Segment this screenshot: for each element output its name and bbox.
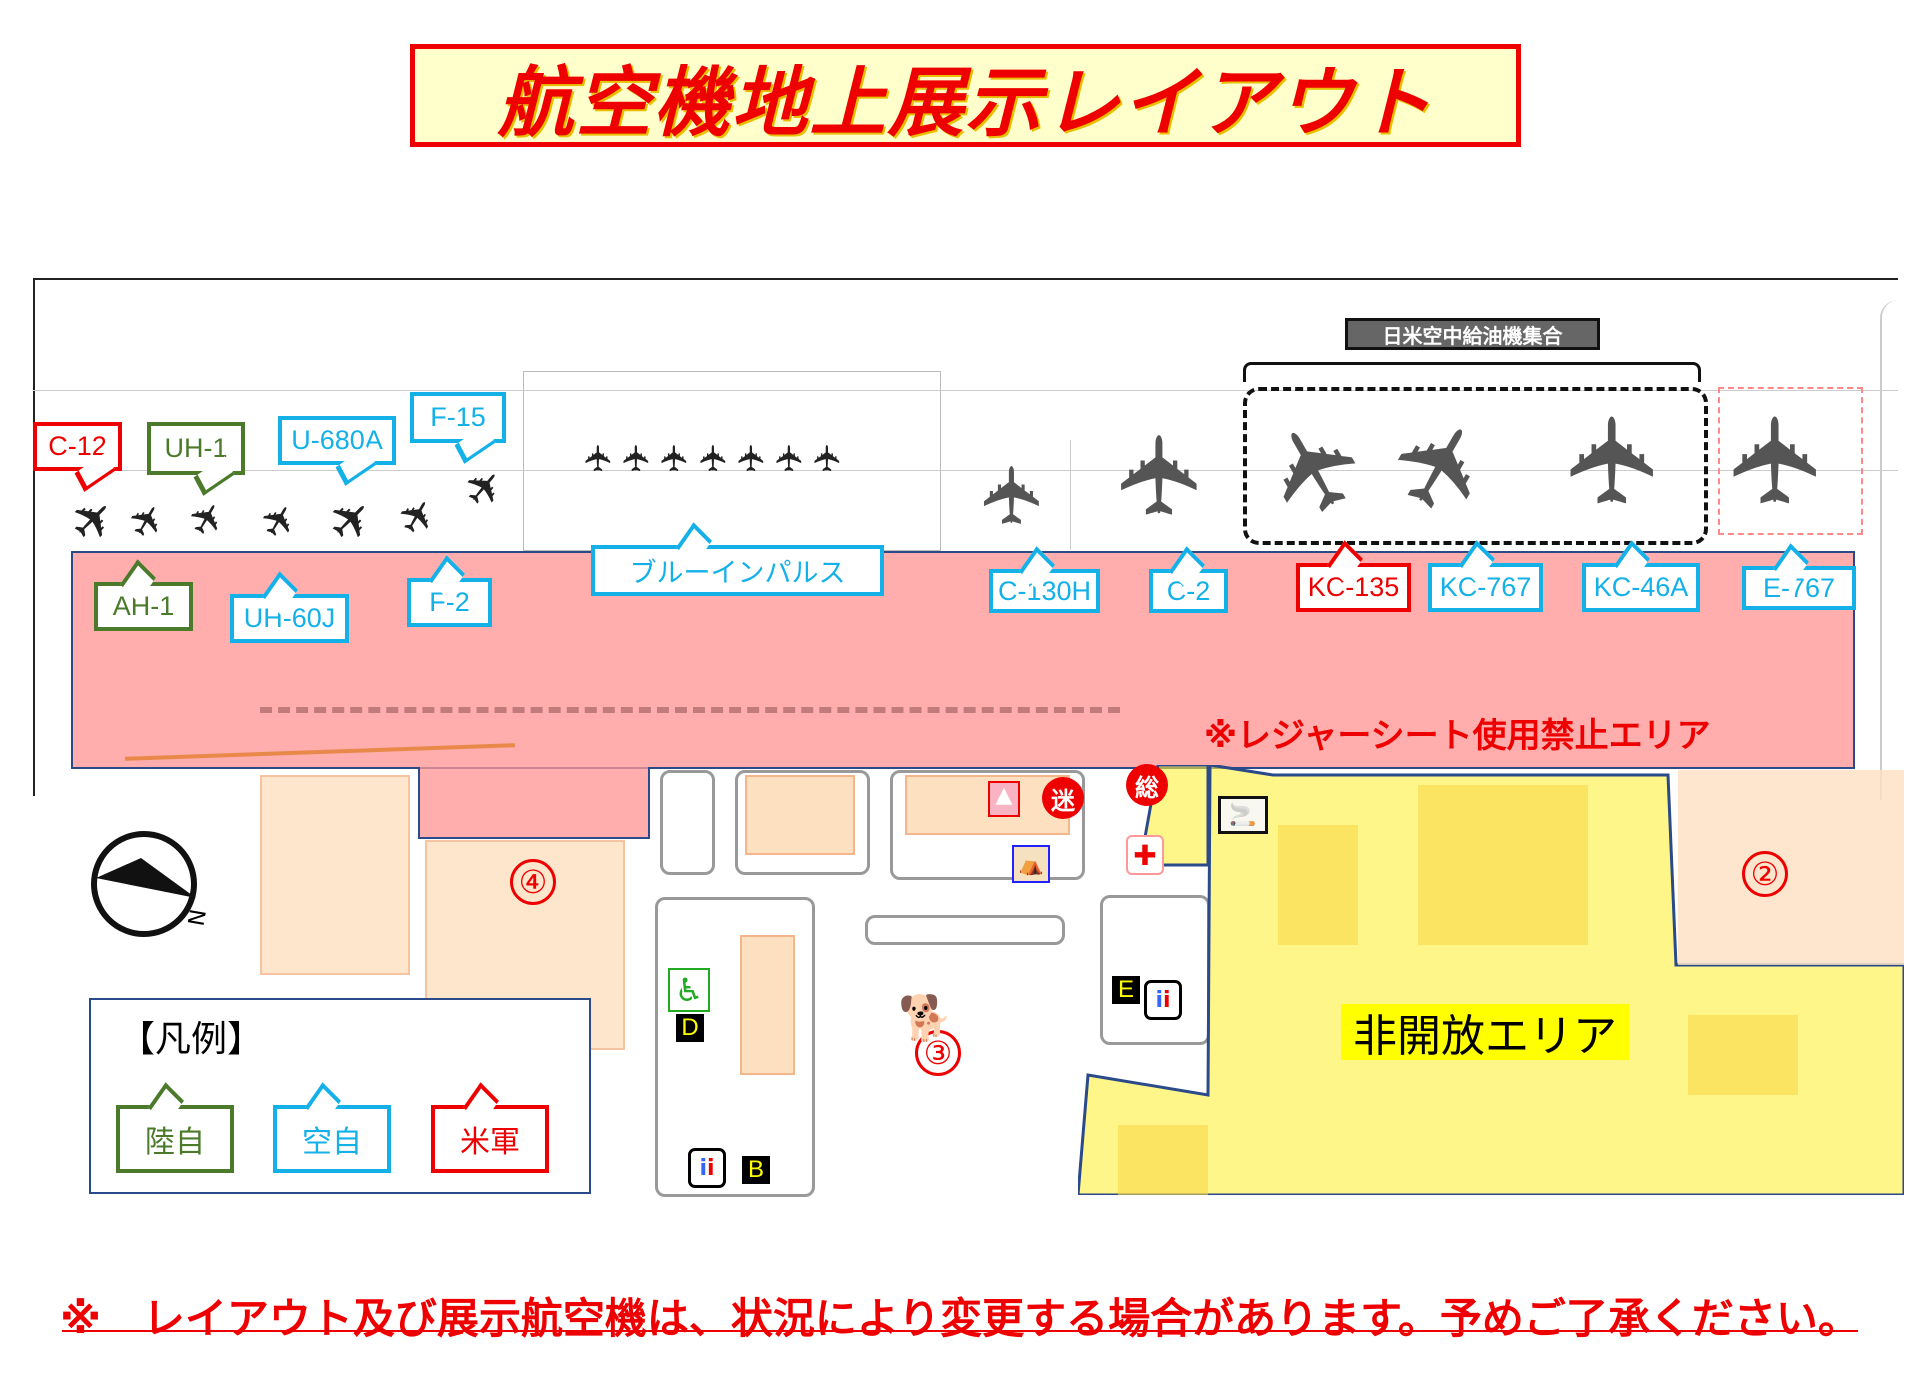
legend-item-asdf: 空自 [273,1105,391,1173]
jet-icon: ✈ [769,442,811,474]
road [655,897,815,1197]
callout-u-680a: U-680A [278,416,396,465]
area-number-3: ③ [915,1030,961,1076]
jet-icon: ✈ [579,442,621,474]
page-title: 航空機地上展示レイアウト [410,44,1521,147]
closed-area [1078,765,1904,1195]
wheelchair-icon: ♿ [668,968,710,1012]
road [735,770,870,875]
tanker-group-bracket [1243,362,1701,382]
aircraft-icon: ✈ [1545,409,1685,511]
jet-icon: ✈ [808,442,850,474]
no-sheet-zone-extension [418,767,650,839]
no-sheet-zone [71,551,1855,769]
toilet-letter-d: D [676,1014,704,1042]
awacs-aircraft-icon: ✈ [1708,409,1848,511]
note-underline [62,1330,1858,1332]
road [890,770,1085,880]
callout-uh-1: UH-1 [147,422,245,475]
jet-icon: ✈ [617,442,659,474]
callout-f-15: F-15 [410,392,506,443]
callout-c-130h: C-130H [989,569,1100,613]
grid-line [33,470,1898,471]
aircraft-icon: ✈ [1097,428,1226,522]
disclaimer-note: ※ レイアウト及び展示航空機は、状況により変更する場合があります。予めご了承くだ… [60,1294,1860,1343]
callout-c-2: C-2 [1149,569,1228,613]
toilet-letter-b: B [742,1156,770,1184]
info-center-icon: 総 [1126,764,1168,806]
legend-title: 【凡例】 [119,1019,264,1060]
grid-line [1070,440,1071,550]
callout-kc-135: KC-135 [1296,563,1411,612]
apron-map-frame [33,278,1898,796]
parking-spot [1718,387,1863,535]
jet-icon: ✈ [731,442,773,474]
legend-item-gsdf: 陸自 [116,1105,234,1173]
callout-e-767: E-767 [1742,566,1856,610]
callout-f-2: F-2 [407,578,492,627]
legend-item-us-forces: 米軍 [431,1105,549,1173]
callout-c-12: C-12 [33,422,122,471]
callout-kc-46a: KC-46A [1582,563,1700,612]
callout-blue-impulse: ブルーインパルス [591,545,884,596]
road [660,770,715,875]
first-aid-cross-icon: ✚ [1126,835,1164,875]
nursing-room-icon: ▲ [988,781,1020,817]
stall-icon: ⛺ [1012,845,1050,883]
north-arrow-icon: N [91,831,212,937]
building [260,775,410,975]
smoking-icon: 🚬 [1218,796,1268,834]
toilet-letter-e: E [1112,976,1140,1004]
area-number-2: ② [1742,851,1788,897]
callout-uh-60j: UH-60J [230,594,349,643]
callout-kc-767: KC-767 [1428,563,1543,612]
jet-icon: ✈ [693,442,735,474]
aircraft-icon: ✈ [966,461,1060,529]
legend: 【凡例】 陸自 空自 米軍 [89,998,591,1194]
road [865,915,1065,945]
svg-text:N: N [185,907,212,928]
jet-icon: ✈ [655,442,697,474]
tanker-group-label: 日米空中給油機集合 [1345,318,1600,350]
building [740,935,795,1075]
callout-ah-1: AH-1 [94,582,193,631]
building [745,775,855,855]
closed-area-label: 非開放エリア [1341,1004,1629,1062]
dog-icon: 🐕 [898,993,953,1044]
no-sheet-area-label: ※レジャーシート使用禁止エリア [1204,716,1711,756]
area-number-4: ④ [510,859,556,905]
grid-line [33,390,1898,391]
runway-marking [260,707,1120,713]
lost-child-icon: 迷 [1042,777,1084,819]
blue-impulse-formation: ✈ ✈ ✈ ✈ ✈ ✈ ✈ [579,440,850,476]
grid-line [1880,300,1898,800]
